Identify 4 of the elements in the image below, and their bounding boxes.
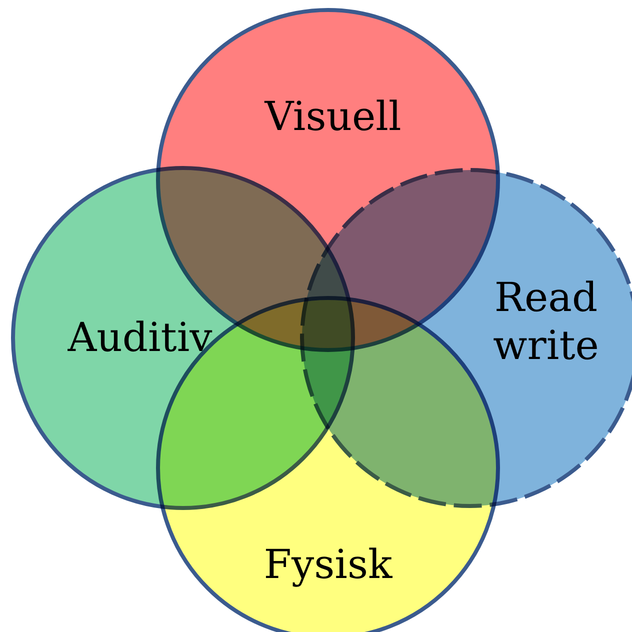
circle-label: Visuell: [263, 93, 402, 141]
circle-label: Fysisk: [262, 541, 394, 589]
circle-label: Read write: [492, 274, 600, 370]
circle-label: Auditiv: [66, 314, 214, 362]
